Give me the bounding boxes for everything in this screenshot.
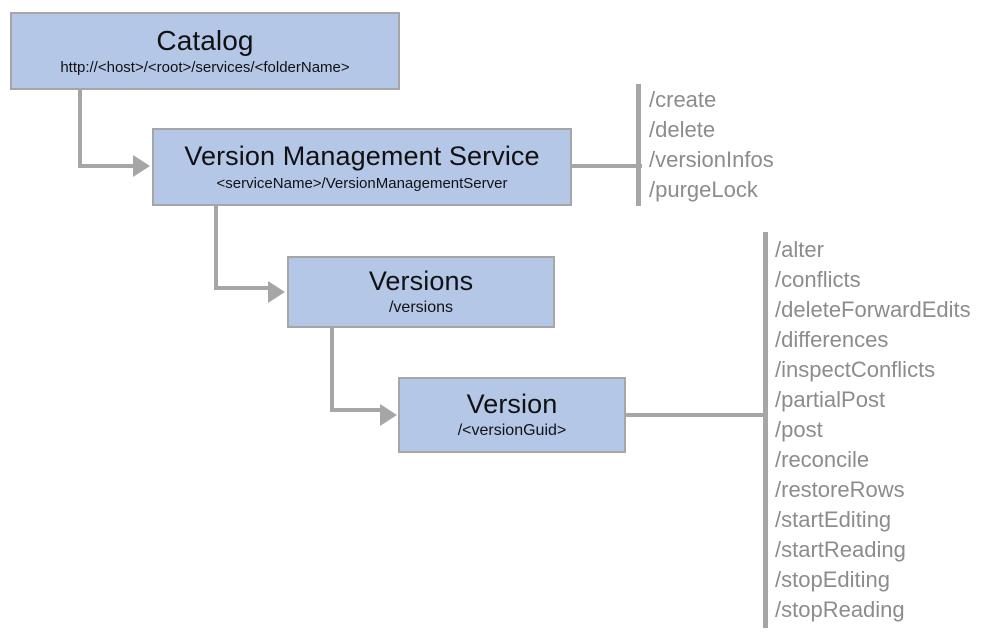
operation-item[interactable]: /stopEditing bbox=[775, 567, 890, 592]
operation-item[interactable]: /post bbox=[775, 417, 823, 442]
operation-item[interactable]: /differences bbox=[775, 327, 889, 352]
operation-item[interactable]: /inspectConflicts bbox=[775, 357, 936, 382]
connector-service-to-operations-line bbox=[570, 164, 642, 168]
connector-service-to-versions-horizontal bbox=[214, 286, 270, 290]
connector-versions-to-version-vertical bbox=[330, 328, 334, 410]
operation-item[interactable]: /conflicts bbox=[775, 267, 861, 292]
operation-item[interactable]: /versionInfos bbox=[649, 147, 774, 172]
connector-versions-to-version-horizontal bbox=[330, 408, 382, 412]
node-version-title: Version bbox=[466, 388, 558, 419]
connector-service-to-versions-arrowhead bbox=[268, 281, 285, 303]
operation-item[interactable]: /create bbox=[649, 87, 717, 112]
connector-catalog-to-service-arrowhead bbox=[133, 155, 150, 177]
connector-catalog-to-service-horizontal bbox=[78, 164, 136, 168]
node-versions-title: Versions bbox=[368, 265, 474, 296]
node-versions-subtitle: /versions bbox=[388, 299, 454, 317]
operation-list-version: /alter/conflicts/deleteForwardEdits/diff… bbox=[775, 235, 971, 625]
node-catalog[interactable]: Catalog http://<host>/<root>/services/<f… bbox=[10, 12, 400, 90]
connector-catalog-to-service-vertical bbox=[78, 90, 82, 166]
bracket-service-operations bbox=[636, 84, 641, 206]
connector-service-to-versions-vertical bbox=[214, 206, 218, 288]
node-version-management-service-subtitle: <serviceName>/VersionManagementServer bbox=[216, 174, 508, 192]
operation-item[interactable]: /alter bbox=[775, 237, 824, 262]
node-versions[interactable]: Versions /versions bbox=[287, 256, 555, 328]
node-version-subtitle: /<versionGuid> bbox=[457, 422, 567, 440]
connector-version-to-operations-line bbox=[624, 413, 768, 417]
operation-item[interactable]: /purgeLock bbox=[649, 177, 758, 202]
operation-item[interactable]: /deleteForwardEdits bbox=[775, 297, 971, 322]
operation-item[interactable]: /partialPost bbox=[775, 387, 886, 412]
node-catalog-subtitle: http://<host>/<root>/services/<folderNam… bbox=[60, 59, 350, 77]
operation-item[interactable]: /restoreRows bbox=[775, 477, 905, 502]
bracket-version-operations bbox=[763, 232, 768, 628]
operation-item[interactable]: /stopReading bbox=[775, 597, 905, 622]
connector-versions-to-version-arrowhead bbox=[380, 404, 397, 426]
node-version-management-service-title: Version Management Service bbox=[184, 141, 540, 172]
operation-item[interactable]: /startEditing bbox=[775, 507, 892, 532]
operation-item[interactable]: /startReading bbox=[775, 537, 906, 562]
node-catalog-title: Catalog bbox=[156, 24, 254, 56]
node-version[interactable]: Version /<versionGuid> bbox=[398, 377, 626, 453]
operation-list-service: /create/delete/versionInfos/purgeLock bbox=[649, 85, 774, 205]
node-version-management-service[interactable]: Version Management Service <serviceName>… bbox=[152, 128, 572, 206]
operation-item[interactable]: /reconcile bbox=[775, 447, 870, 472]
operation-item[interactable]: /delete bbox=[649, 117, 716, 142]
